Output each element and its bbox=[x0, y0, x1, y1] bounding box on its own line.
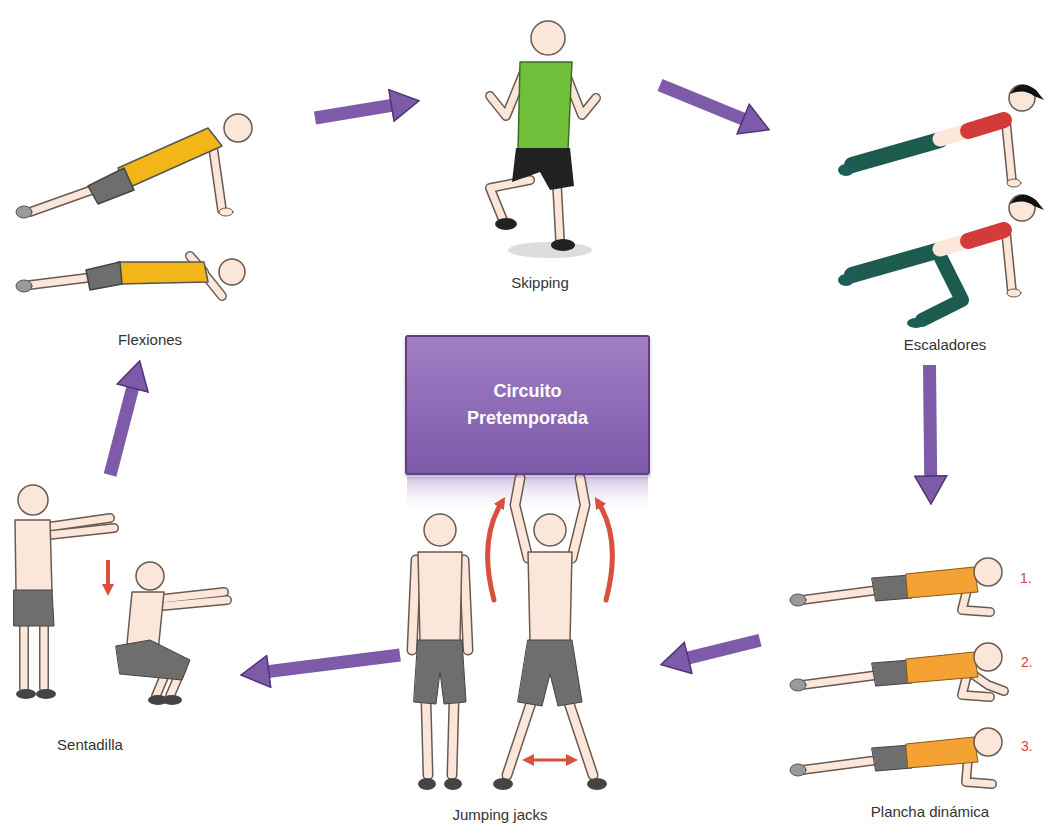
flow-arrow bbox=[677, 640, 760, 660]
movement-arrows bbox=[488, 502, 613, 760]
skipping-figure bbox=[490, 21, 596, 258]
exercise-caption: Flexiones bbox=[118, 330, 182, 350]
jumping-jack-figure-closed bbox=[412, 514, 468, 790]
exercise-node: Plancha dinámica bbox=[760, 505, 1045, 827]
climber-figure-2 bbox=[838, 195, 1044, 328]
climber-figure-1 bbox=[838, 85, 1044, 187]
exercise-caption: Skipping bbox=[511, 273, 569, 293]
flow-arrow bbox=[258, 655, 400, 673]
pushup-figure-up bbox=[16, 114, 252, 218]
exercise-node: Sentadilla bbox=[5, 475, 240, 765]
pushup-figure-down bbox=[16, 256, 245, 296]
squat-figure-standing bbox=[14, 485, 114, 699]
callout-number: 2. bbox=[1021, 653, 1033, 671]
exercise-caption: Jumping jacks bbox=[452, 805, 547, 825]
callout-number: 1. bbox=[1020, 569, 1032, 587]
exercise-node: Skipping bbox=[420, 5, 660, 295]
circuit-title: Circuito Pretemporada bbox=[458, 378, 598, 432]
callout-number: 3. bbox=[1021, 737, 1033, 755]
flow-arrow bbox=[660, 85, 753, 123]
exercise-caption: Escaladores bbox=[904, 335, 987, 355]
exercise-caption: Plancha dinámica bbox=[871, 802, 989, 822]
flow-arrow bbox=[315, 104, 402, 118]
down-arrow bbox=[108, 560, 109, 590]
plank-figures bbox=[790, 558, 1004, 784]
exercise-node: Jumping jacks bbox=[400, 485, 660, 827]
exercise-node: Escaladores bbox=[770, 65, 1045, 365]
exercise-caption: Sentadilla bbox=[57, 735, 123, 755]
flow-arrow bbox=[930, 365, 931, 487]
box-reflection bbox=[407, 477, 648, 515]
title-box: Circuito Pretemporada bbox=[405, 335, 650, 475]
squat-figure-down bbox=[116, 562, 227, 705]
jumping-jack-figure-open bbox=[493, 478, 607, 790]
exercise-node: Flexiones bbox=[10, 85, 315, 360]
flow-arrow bbox=[110, 377, 135, 475]
